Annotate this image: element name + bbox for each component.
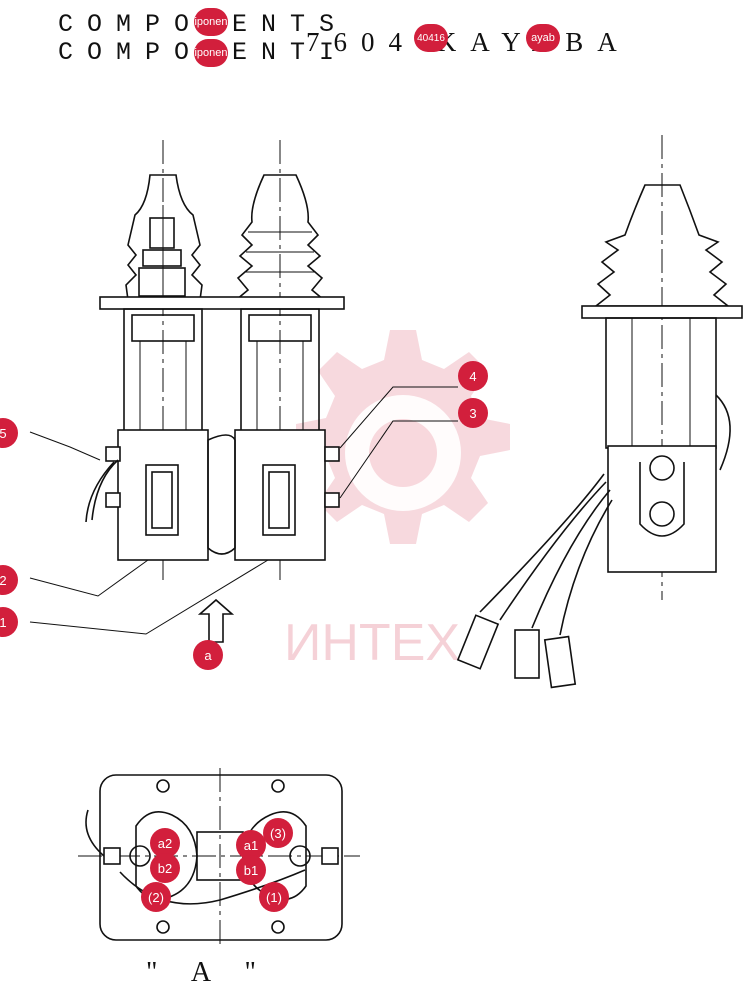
view-a-drawing — [78, 768, 360, 948]
port-3[interactable]: (3) — [263, 818, 293, 848]
callout-1[interactable]: 1 — [0, 607, 18, 637]
callout-a[interactable]: a — [193, 640, 223, 670]
header-marker-1[interactable]: iponen — [194, 8, 228, 36]
view-a-label: " A " — [146, 957, 270, 988]
watermark-gear-hole — [345, 395, 461, 511]
port-b2[interactable]: b2 — [150, 853, 180, 883]
callout-3[interactable]: 3 — [458, 398, 488, 428]
front-view — [29, 140, 458, 643]
header-marker-3[interactable]: ayab — [526, 24, 560, 52]
header-marker-2[interactable]: iponen — [194, 39, 228, 67]
callout-2[interactable]: 2 — [0, 565, 18, 595]
side-view — [456, 135, 743, 689]
callout-5[interactable]: 5 — [0, 418, 18, 448]
callout-4[interactable]: 4 — [458, 361, 488, 391]
watermark-text: ИНТЕХ — [284, 614, 460, 672]
port-1[interactable]: (1) — [259, 882, 289, 912]
model-code: 7604 — [306, 27, 416, 57]
port-2[interactable]: (2) — [141, 882, 171, 912]
header-marker-code[interactable]: 40416 — [414, 24, 448, 52]
port-b1[interactable]: b1 — [236, 855, 266, 885]
